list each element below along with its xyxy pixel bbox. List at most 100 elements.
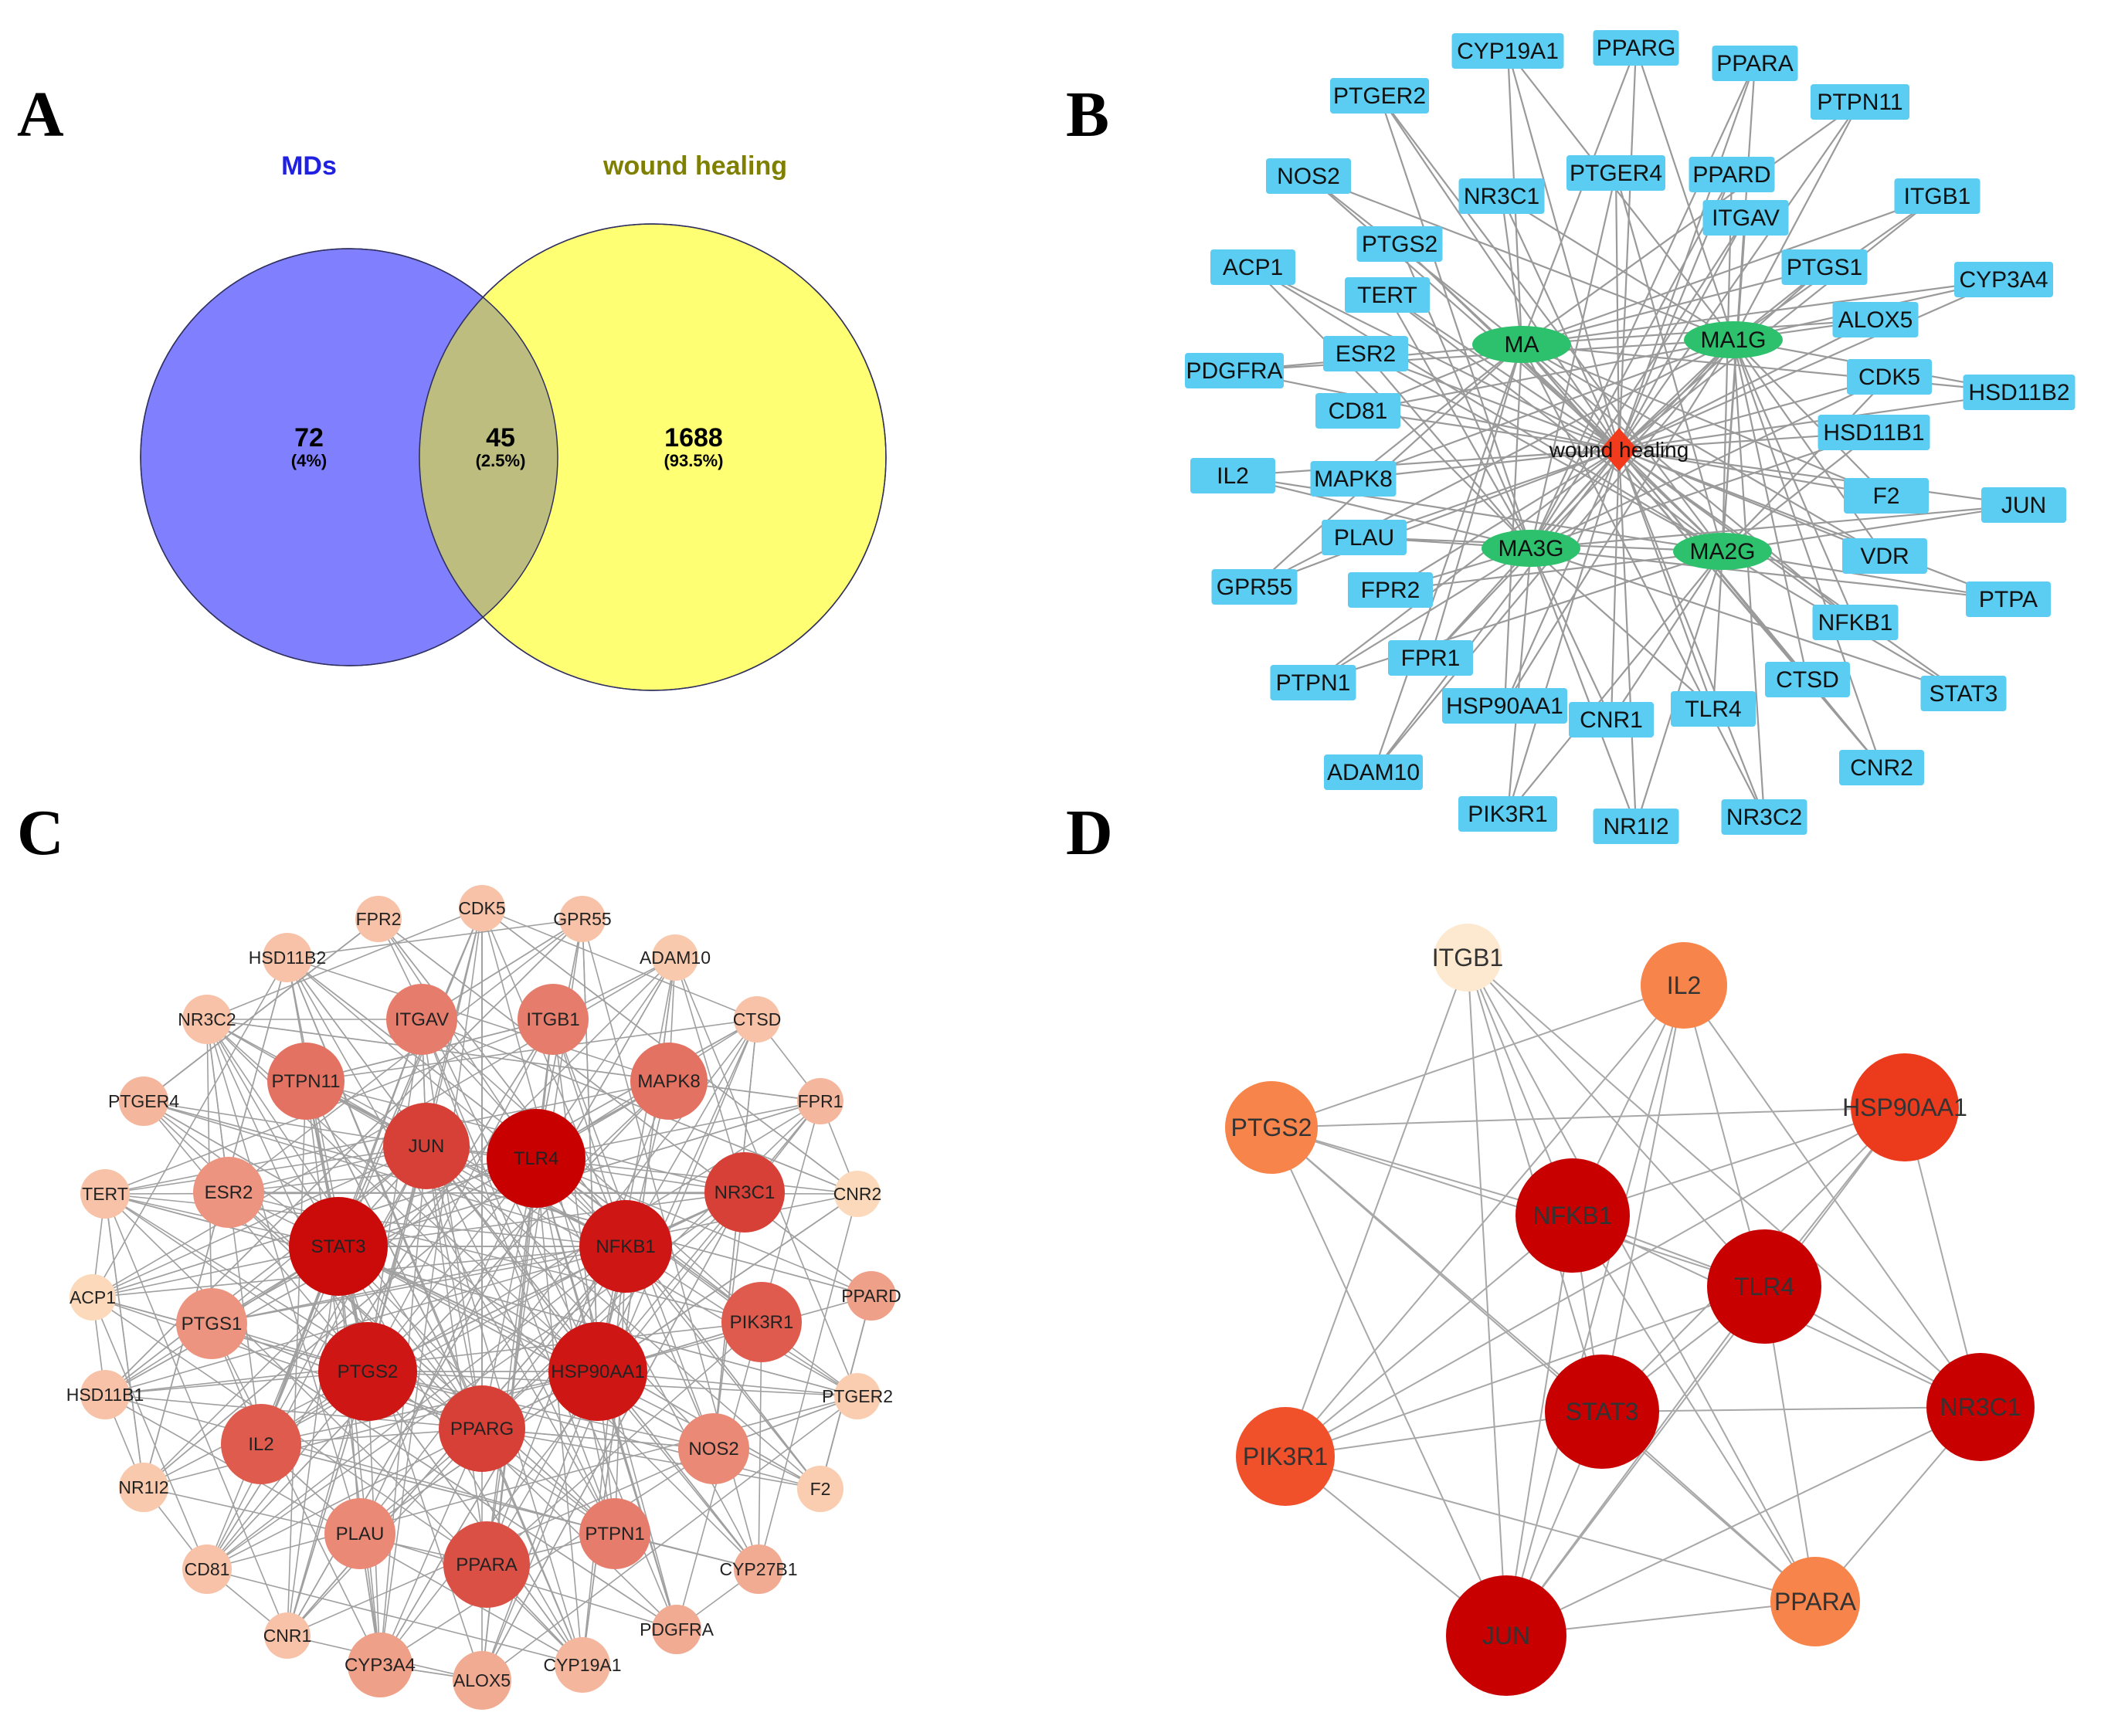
panel-letter-b: B — [1066, 79, 1110, 151]
ppi-label-tlr4: TLR4 — [514, 1148, 559, 1169]
ppi-label-ptpn11: PTPN11 — [272, 1071, 341, 1092]
target-node-nos2 — [1266, 158, 1351, 194]
ppi-node-hsd11b1 — [80, 1370, 130, 1419]
hub-node-stat3 — [1545, 1355, 1659, 1469]
ppi-label-mapk8: MAPK8 — [637, 1071, 700, 1092]
ppi-label-ptpn1: PTPN1 — [585, 1524, 644, 1544]
panel-letter-a: A — [17, 79, 64, 151]
ppi-node-mapk8 — [630, 1043, 708, 1120]
target-label-ppard: PPARD — [1692, 162, 1770, 188]
target-node-itgav — [1702, 200, 1789, 236]
ppi-node-esr2 — [193, 1157, 264, 1228]
ppi-node-ptpn11 — [267, 1043, 345, 1120]
ppi-node-ppard — [847, 1271, 896, 1321]
ppi-label-ptgs2: PTGS2 — [338, 1361, 399, 1382]
target-node-esr2 — [1323, 336, 1408, 371]
target-label-ptpa: PTPA — [1979, 587, 2038, 612]
ppi-label-gpr55: GPR55 — [553, 909, 611, 929]
hub-node-itgb1 — [1434, 924, 1502, 992]
target-label-ptgs2: PTGS2 — [1362, 232, 1437, 257]
compound-node-ma2g — [1673, 533, 1772, 570]
ppi-node-cdk5 — [459, 885, 505, 931]
hub-node-hsp90aa1 — [1851, 1053, 1959, 1161]
target-node-ptpa — [1966, 581, 2051, 617]
target-node-ptgs2 — [1356, 226, 1443, 262]
ppi-label-ptger2: PTGER2 — [822, 1386, 893, 1406]
ppi-node-hsp90aa1 — [548, 1322, 647, 1421]
target-label-ptger4: PTGER4 — [1570, 161, 1662, 186]
target-node-tert — [1345, 277, 1430, 313]
ppi-node-nfkb1 — [579, 1200, 672, 1293]
ppi-node-cd81 — [182, 1544, 232, 1594]
target-node-fpr1 — [1388, 640, 1473, 676]
target-node-ptpn11 — [1811, 84, 1909, 120]
target-label-alox5: ALOX5 — [1838, 307, 1913, 333]
target-node-alox5 — [1832, 302, 1919, 337]
target-label-tlr4: TLR4 — [1685, 697, 1741, 722]
target-node-ctsd — [1765, 662, 1850, 697]
compound-label-ma: MA — [1505, 332, 1539, 358]
target-node-stat3 — [1920, 676, 2007, 711]
target-label-vdr: VDR — [1860, 544, 1909, 569]
compound-node-ma1g — [1684, 321, 1783, 358]
target-label-adam10: ADAM10 — [1327, 760, 1420, 785]
hub-node-ppara — [1770, 1557, 1860, 1646]
ppi-node-cyp3a4 — [348, 1633, 412, 1697]
panel-letter-d: D — [1066, 797, 1113, 869]
target-node-nr3c1 — [1458, 178, 1545, 214]
ppi-node-nr1i2 — [119, 1463, 168, 1512]
target-node-tlr4 — [1671, 691, 1756, 727]
hub-label-jun: JUN — [1482, 1622, 1530, 1650]
hub-label-tlr4: TLR4 — [1734, 1273, 1794, 1300]
ppi-node-tlr4 — [487, 1109, 585, 1208]
target-label-nos2: NOS2 — [1277, 164, 1340, 189]
target-node-mapk8 — [1310, 461, 1397, 497]
hub-label-nfkb1: NFKB1 — [1532, 1202, 1612, 1229]
hub-node-ptgs2 — [1225, 1081, 1318, 1174]
compound-label-ma2g: MA2G — [1689, 539, 1755, 565]
target-label-fpr2: FPR2 — [1361, 578, 1420, 603]
venn-right-pct: (93.5%) — [664, 451, 723, 470]
hub-label-nr3c1: NR3C1 — [1940, 1393, 2021, 1421]
target-label-cnr1: CNR1 — [1580, 707, 1643, 733]
ppi-node-ppara — [443, 1521, 530, 1608]
target-node-pik3r1 — [1458, 796, 1557, 832]
target-node-hsp90aa1 — [1442, 688, 1567, 724]
ppi-node-ctsd — [734, 996, 780, 1043]
target-node-pdgfra — [1185, 353, 1284, 388]
target-label-f2: F2 — [1872, 483, 1899, 509]
ppi-node-f2 — [797, 1466, 843, 1512]
target-label-cyp3a4: CYP3A4 — [1959, 267, 2048, 293]
venn-left-label: MDs — [281, 151, 337, 181]
target-label-nr1i2: NR1I2 — [1603, 814, 1668, 839]
ppi-label-cnr1: CNR1 — [263, 1626, 312, 1646]
ppi-label-jun: JUN — [409, 1136, 445, 1157]
ppi-node-nos2 — [678, 1413, 749, 1484]
ppi-label-pdgfra: PDGFRA — [640, 1619, 714, 1639]
ppi-label-ppard: PPARD — [841, 1286, 901, 1306]
target-node-ppard — [1689, 157, 1775, 192]
venn-right-label: wound healing — [602, 151, 787, 181]
target-label-hsp90aa1: HSP90AA1 — [1446, 693, 1563, 719]
target-label-ptgs1: PTGS1 — [1787, 255, 1862, 280]
target-node-gpr55 — [1211, 569, 1298, 605]
hub-label-hsp90aa1: HSP90AA1 — [1842, 1093, 1967, 1121]
ppi-node-ptgs2 — [318, 1322, 417, 1421]
target-label-stat3: STAT3 — [1930, 681, 1998, 707]
hub-label-ptgs2: PTGS2 — [1231, 1114, 1312, 1141]
target-node-cyp3a4 — [1954, 262, 2053, 297]
target-node-ptger4 — [1566, 155, 1665, 191]
ppi-node-itgb1 — [518, 984, 589, 1055]
target-node-pparg — [1593, 30, 1679, 66]
target-node-ptger2 — [1330, 78, 1429, 114]
ppi-node-ptpn1 — [579, 1498, 650, 1569]
ppi-label-ppara: PPARA — [456, 1555, 518, 1575]
target-label-nfkb1: NFKB1 — [1818, 610, 1893, 636]
ppi-label-nos2: NOS2 — [688, 1439, 738, 1460]
target-node-hsd11b2 — [1963, 375, 2076, 410]
target-label-ptpn11: PTPN11 — [1817, 90, 1902, 115]
hub-label-pik3r1: PIK3R1 — [1243, 1443, 1328, 1470]
